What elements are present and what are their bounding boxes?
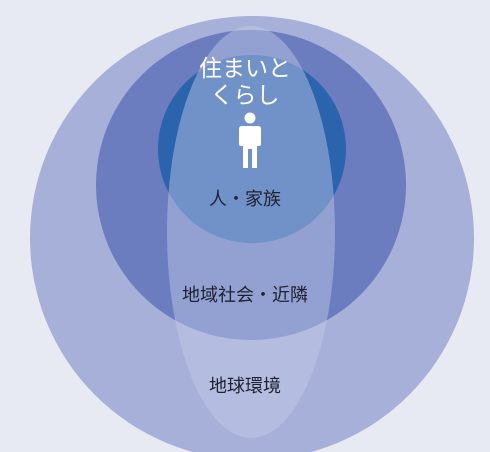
community-label: 地域社会・近隣 (182, 285, 308, 306)
family-label: 人・家族 (209, 189, 281, 210)
living-ellipse (167, 26, 335, 438)
diagram-title: 住まいと くらし (0, 56, 490, 110)
title-line-1: 住まいと (199, 56, 291, 82)
person-icon (239, 112, 261, 168)
title-line-2: くらし (210, 83, 280, 109)
earth-label: 地球環境 (209, 376, 281, 397)
